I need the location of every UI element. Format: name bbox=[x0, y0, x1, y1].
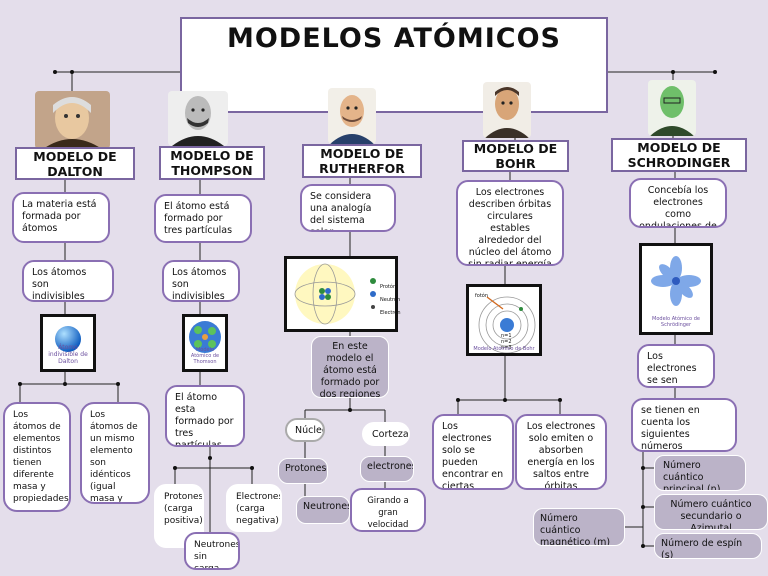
thompson-heading: MODELO DE THOMPSON bbox=[159, 146, 265, 180]
schrodinger-atom-image: Modelo Atómico de Schrödinger bbox=[639, 243, 713, 335]
dalton-portrait bbox=[35, 91, 110, 149]
thompson-atom-image: Modelo Atómico de Thomson bbox=[182, 314, 228, 372]
rutherford-portrait bbox=[328, 88, 376, 144]
bohr-level-2: n=2 bbox=[501, 339, 512, 345]
dalton-heading: MODELO DE DALTON bbox=[15, 147, 135, 180]
legend-neutron: Neutrón bbox=[380, 297, 401, 303]
schrodinger-quantum-principal: Número cuántico principal (n) bbox=[654, 455, 746, 491]
bohr-atom-image: fotón n=1 n=2 n=3 Modelo Atómico de Bohr bbox=[466, 284, 542, 356]
rutherford-box-nucleus: Núcleo bbox=[285, 418, 325, 442]
bohr-level-3: n=3 bbox=[501, 345, 512, 351]
dalton-sphere-icon bbox=[55, 326, 81, 352]
thompson-box-particles: El átomo está formado por tres partícula… bbox=[154, 194, 252, 243]
bohr-image-caption: Modelo Atómico de Bohr bbox=[473, 346, 535, 352]
thompson-box-indivisible: Los átomos son indivisibles bbox=[162, 260, 240, 302]
schrodinger-portrait bbox=[648, 80, 696, 136]
thompson-portrait bbox=[168, 91, 228, 146]
schrodinger-image-caption: Modelo Atómico de Schrödinger bbox=[652, 316, 700, 328]
thompson-box-neutrons: Neutrones sin carga bbox=[184, 532, 240, 570]
rutherford-box-regions: En este modelo el átomo está formado por… bbox=[311, 336, 389, 398]
legend-electron: Electrón bbox=[380, 310, 401, 316]
dalton-box-indivisible: Los átomos son indivisibles bbox=[22, 260, 114, 302]
rutherford-heading: MODELO DE RUTHERFOR bbox=[302, 144, 422, 178]
bohr-orbits-icon bbox=[478, 296, 536, 353]
thompson-image-caption: Modelo Atómico de Thomson bbox=[190, 347, 220, 365]
dalton-box-identical: Los átomos de un mismo elemento son idén… bbox=[80, 402, 150, 504]
schrodinger-box-waves: Concebía los electrones como ondulacione… bbox=[629, 178, 727, 228]
schrodinger-quantum-secondary: Número cuántico secundario o Azimutal bbox=[654, 494, 768, 530]
rutherford-box-neutrons: Neutrones bbox=[296, 496, 350, 524]
page-title: MODELOS ATÓMICOS bbox=[180, 17, 608, 113]
thompson-box-electrons: Electrones (carga negativa) bbox=[226, 484, 282, 532]
bohr-photon-label: fotón bbox=[475, 293, 489, 299]
schrodinger-quantum-spin: Número de espín (s) bbox=[654, 533, 762, 559]
rutherford-box-cortex: Corteza bbox=[362, 422, 410, 446]
plum-pudding-icon bbox=[189, 321, 221, 353]
schrodinger-quantum-magnetic: Número cuántico magnético (m) bbox=[533, 508, 625, 546]
bohr-heading: MODELO DE BOHR bbox=[462, 140, 569, 172]
bohr-box-orbits: Los electrones describen órbitas circula… bbox=[456, 180, 564, 266]
rutherford-box-analogy: Se considera una analogía del sistema so… bbox=[300, 184, 396, 232]
schrodinger-box-distribution: Los electrones se sen distribuyen bbox=[637, 344, 715, 388]
dalton-image-caption: Átomo indivisible de Dalton bbox=[48, 344, 88, 365]
schrodinger-heading: MODELO DE SCHRODINGER bbox=[611, 138, 747, 172]
dalton-atom-image: Átomo indivisible de Dalton bbox=[40, 314, 96, 372]
dalton-box-distinct: Los átomos de elementos distintos tienen… bbox=[3, 402, 71, 512]
legend-proton: Protón bbox=[380, 284, 397, 290]
rutherford-box-electrons: electrones bbox=[360, 456, 414, 482]
bohr-level-1: n=1 bbox=[501, 333, 512, 339]
thompson-box-three: El átomo esta formado por tres partícula… bbox=[165, 385, 245, 447]
bohr-box-jumps: Los electrones solo emiten o absorben en… bbox=[515, 414, 607, 490]
rutherford-box-spinning: Girando a gran velocidad alrededor del n… bbox=[350, 488, 426, 532]
bohr-box-certain-orbits: Los electrones solo se pueden encontrar … bbox=[432, 414, 514, 490]
rutherford-box-protons: Protones bbox=[278, 458, 328, 484]
orbital-cloud-icon bbox=[651, 256, 701, 306]
schrodinger-box-quantum: se tienen en cuenta los siguientes númer… bbox=[631, 398, 737, 452]
dalton-box-matter: La materia está formada por átomos bbox=[12, 192, 110, 243]
orbit-diagram-icon bbox=[294, 263, 376, 325]
rutherford-atom-image: Protón Neutrón Electrón bbox=[284, 256, 401, 332]
bohr-portrait bbox=[483, 82, 531, 138]
